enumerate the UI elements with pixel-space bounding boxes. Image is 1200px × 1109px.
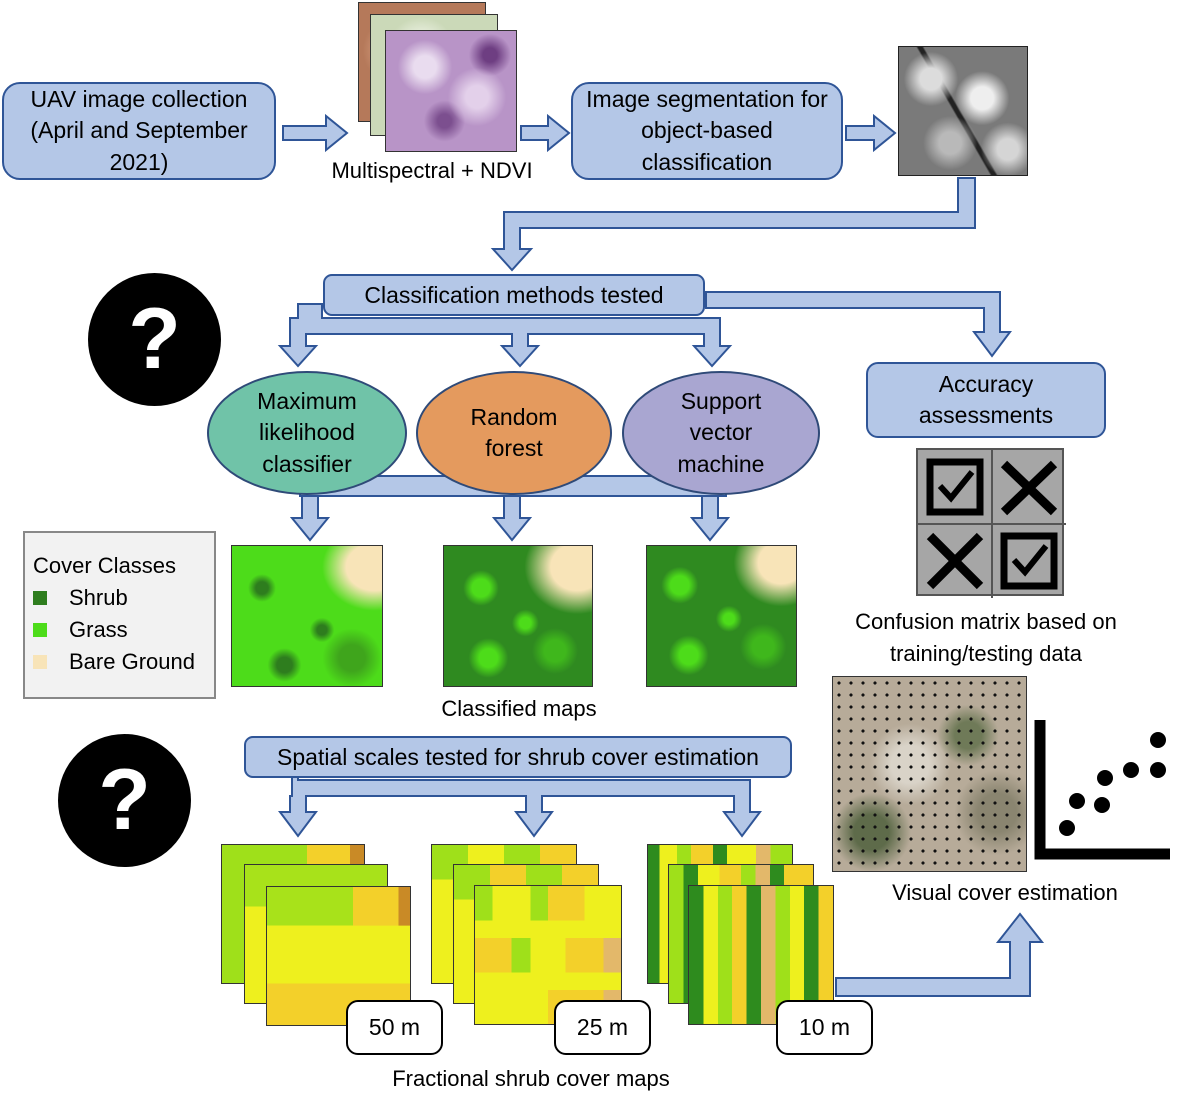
scales-header: Spatial scales tested for shrub cover es… <box>244 736 792 778</box>
scale-text-10m: 10 m <box>798 1014 851 1040</box>
question-icon-scales: ? <box>58 734 191 867</box>
svm-oval: Support vector machine <box>622 371 820 495</box>
accuracy-label: Accuracy assessments <box>918 370 1054 428</box>
legend-title: Cover Classes <box>33 553 177 578</box>
segmentation-label: Image segmentation for object-based clas… <box>586 86 828 175</box>
shrub-swatch <box>33 591 47 605</box>
methods-header: Classification methods tested <box>323 274 705 316</box>
cross-icon <box>926 532 984 590</box>
visual-caption: Visual cover estimation <box>892 880 1118 905</box>
cover-classes-legend: Cover Classes Shrub Grass Bare Ground <box>23 531 216 699</box>
question-icon-methods: ? <box>88 273 221 406</box>
svm-label: Support vector machine <box>677 388 765 477</box>
confusion-caption-text: Confusion matrix based on training/testi… <box>855 609 1117 666</box>
scale-text-50m: 50 m <box>368 1014 421 1040</box>
confusion-matrix-grid <box>918 450 1066 598</box>
confusion-matrix-icon <box>916 448 1066 598</box>
scales-header-label: Spatial scales tested for shrub cover es… <box>277 743 759 770</box>
legend-label-shrub: Shrub <box>69 585 128 610</box>
mlc-oval: Maximum likelihood classifier <box>207 371 407 495</box>
uav-collection-box: UAV image collection (April and Septembe… <box>2 82 276 180</box>
uav-collection-label: UAV image collection (April and Septembe… <box>30 86 248 175</box>
fractional-caption: Fractional shrub cover maps <box>392 1066 670 1091</box>
question-mark-text-2: ? <box>98 752 151 848</box>
legend-item-grass: Grass <box>33 617 128 643</box>
segmentation-image <box>898 46 1028 176</box>
methods-header-label: Classification methods tested <box>364 281 664 308</box>
bare-ground-swatch <box>33 655 47 669</box>
scale-text-25m: 25 m <box>576 1014 629 1040</box>
legend-item-bare-ground: Bare Ground <box>33 649 195 675</box>
accuracy-box: Accuracy assessments <box>866 362 1106 438</box>
fractional-map-10m-front <box>688 885 834 1025</box>
scale-label-10m: 10 m <box>776 1000 873 1055</box>
ndvi-image-front <box>385 30 517 152</box>
scale-label-25m: 25 m <box>554 1000 651 1055</box>
classified-map-svm <box>646 545 797 687</box>
multispectral-image-stack <box>358 2 518 152</box>
check-icon <box>1000 532 1058 590</box>
classified-caption: Classified maps <box>441 696 597 721</box>
classified-map-mlc <box>231 545 383 687</box>
legend-label-bare-ground: Bare Ground <box>69 649 195 674</box>
cross-icon <box>1000 460 1058 516</box>
multispectral-caption: Multispectral + NDVI <box>331 158 533 183</box>
legend-item-shrub: Shrub <box>33 585 128 611</box>
classified-map-rf <box>443 545 593 687</box>
question-mark-text: ? <box>128 291 181 387</box>
legend-label-grass: Grass <box>69 617 128 642</box>
grass-swatch <box>33 623 47 637</box>
check-icon <box>926 458 984 516</box>
rf-oval: Random forest <box>416 371 612 495</box>
segmentation-box: Image segmentation for object-based clas… <box>571 82 843 180</box>
rf-label: Random forest <box>470 403 558 461</box>
mlc-label: Maximum likelihood classifier <box>257 388 357 477</box>
confusion-caption: Confusion matrix based on training/testi… <box>846 606 1126 670</box>
visual-cover-image <box>832 676 1027 872</box>
scale-label-50m: 50 m <box>346 1000 443 1055</box>
